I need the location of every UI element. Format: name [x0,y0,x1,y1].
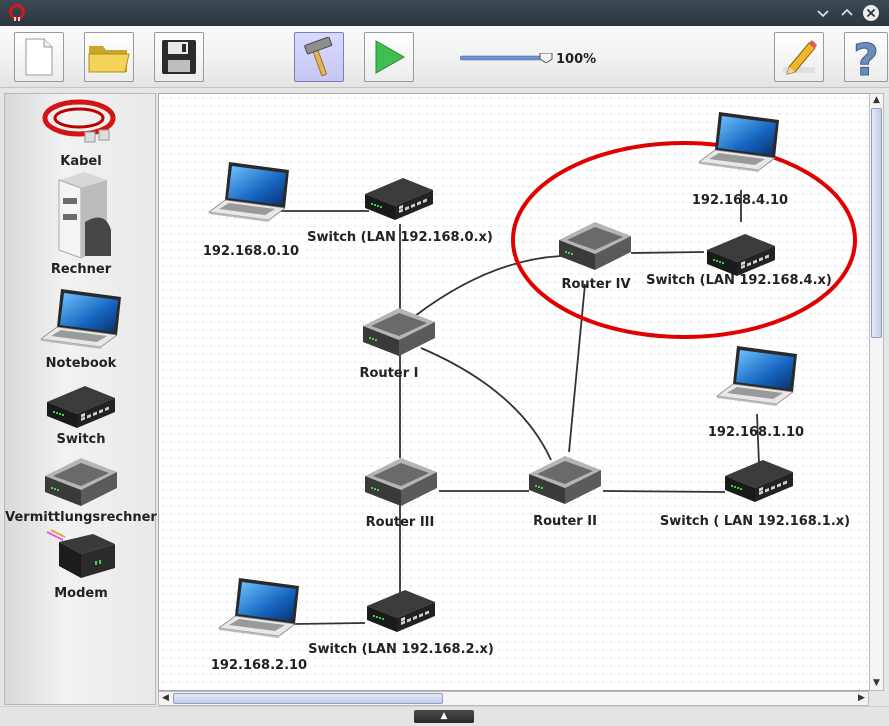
floppy-disk-icon [162,40,196,74]
notebook-node[interactable] [217,576,301,638]
router-node[interactable] [363,454,439,508]
cable [420,347,552,461]
node-label: 192.168.0.10 [202,244,300,259]
palette-item-switch[interactable]: Switch [5,384,157,447]
node-label: Router II [533,514,597,529]
close-button[interactable] [862,4,880,22]
toolbar: 100% ? [0,26,889,88]
bottom-panel-bar: ▲ [0,706,889,726]
node-label: Router III [365,515,435,530]
cable [568,283,586,453]
horizontal-scrollbar[interactable]: ◀ ▶ [158,691,869,706]
node-label: 192.168.4.10 [691,193,789,208]
simulation-mode-button[interactable] [364,32,414,82]
node-label: Switch (LAN 192.168.0.x) [307,230,493,245]
cable [630,251,705,254]
palette-label: Vermittlungsrechner [5,510,157,525]
maximize-button[interactable] [838,4,856,22]
svg-text:?: ? [853,35,879,79]
cable [414,255,562,317]
highlight-circle [511,141,857,339]
router-node[interactable] [557,218,633,272]
notebook-icon [39,282,123,354]
palette-item-notebook[interactable]: Notebook [5,282,157,371]
cable-icon [42,99,116,143]
cable [293,622,366,625]
cable [756,413,760,465]
zoom-value: 100% [556,52,597,67]
router-node[interactable] [527,452,603,506]
scroll-down-arrow-icon[interactable]: ▼ [873,678,880,688]
title-bar [0,0,889,26]
palette-label: Kabel [60,154,102,169]
scroll-up-arrow-icon[interactable]: ▲ [873,95,880,105]
node-label: Switch (LAN 192.168.4.x) [646,273,832,288]
switch-icon [45,384,117,430]
palette-label: Modem [54,586,108,601]
palette-label: Notebook [45,356,117,371]
component-palette: Kabel Rechner Notebook Switch Vermittlun… [4,93,157,705]
palette-item-cable[interactable]: Kabel [5,96,157,169]
notebook-node[interactable] [697,110,781,172]
switch-node[interactable] [365,588,437,634]
node-label: Switch (LAN 192.168.2.x) [308,642,494,657]
node-label: Router I [359,366,419,381]
node-label: 192.168.2.10 [210,658,308,673]
save-button[interactable] [154,32,204,82]
switch-node[interactable] [363,176,435,222]
node-label: Switch ( LAN 192.168.1.x) [659,514,851,529]
pencil-icon [783,40,817,75]
edit-button[interactable] [774,32,824,82]
horizontal-scroll-thumb[interactable] [173,693,443,704]
new-file-button[interactable] [14,32,64,82]
minimize-button[interactable] [814,4,832,22]
palette-label: Rechner [50,262,112,277]
vertical-scrollbar[interactable]: ▲ ▼ [869,93,884,691]
switch-node[interactable] [705,232,777,278]
help-button[interactable]: ? [844,32,888,82]
scroll-right-arrow-icon[interactable]: ▶ [858,693,865,703]
notebook-node[interactable] [207,160,291,222]
node-label: Router IV [561,277,631,292]
server-icon [58,172,111,259]
zoom-slider[interactable] [460,53,554,63]
build-mode-button[interactable] [294,32,344,82]
hammer-icon [304,37,333,77]
new-document-icon [25,38,53,76]
question-mark-icon: ? [853,35,880,79]
scroll-left-arrow-icon[interactable]: ◀ [162,693,169,703]
app-logo-icon [9,4,25,21]
vertical-scroll-thumb[interactable] [871,108,882,338]
cable-connections [279,141,857,625]
palette-label: Switch [56,432,106,447]
switch-node[interactable] [723,458,795,504]
palette-item-router[interactable]: Vermittlungsrechner [5,454,157,525]
cable [602,490,726,493]
palette-item-modem[interactable]: Modem [5,528,157,601]
node-label: 192.168.1.10 [707,425,805,440]
router-node[interactable] [361,304,437,358]
router-icon [43,454,119,508]
network-canvas[interactable]: 192.168.0.10 Switch (LAN 192.168.0.x) Ro… [158,93,870,691]
modem-icon [46,529,115,578]
folder-icon [88,46,130,73]
open-file-button[interactable] [84,32,134,82]
notebook-node[interactable] [715,344,799,406]
play-icon [375,40,406,74]
expand-panel-button[interactable]: ▲ [414,710,474,723]
palette-item-computer[interactable]: Rechner [5,170,157,277]
